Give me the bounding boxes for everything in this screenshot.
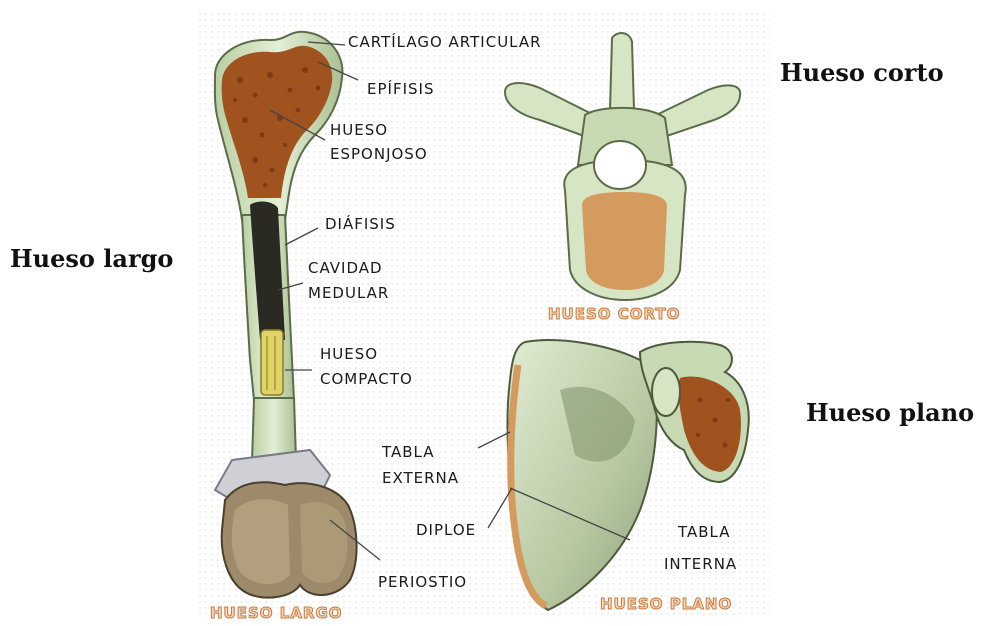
caption-flat-bone: HUESO PLANO xyxy=(600,595,732,613)
label-internal-table-2: INTERNA xyxy=(664,552,737,576)
label-diploe: DIPLOE xyxy=(416,518,476,542)
label-medullary-cavity-2: MEDULAR xyxy=(308,281,389,305)
label-compact-bone-2: COMPACTO xyxy=(320,367,413,391)
heading-flat-bone: Hueso plano xyxy=(806,398,974,427)
label-spongy-bone-2: ESPONJOSO xyxy=(330,142,428,166)
label-spongy-bone-1: HUESO xyxy=(330,118,388,142)
label-external-table-2: EXTERNA xyxy=(382,466,459,490)
label-internal-table-1: TABLA xyxy=(678,520,731,544)
label-epiphysis: EPÍFISIS xyxy=(367,77,434,101)
label-diaphysis: DIÁFISIS xyxy=(325,212,396,236)
label-compact-bone-1: HUESO xyxy=(320,342,378,366)
heading-long-bone: Hueso largo xyxy=(10,244,173,273)
label-articular-cartilage: CARTÍLAGO ARTICULAR xyxy=(348,30,542,54)
caption-short-bone: HUESO CORTO xyxy=(548,305,680,323)
label-external-table-1: TABLA xyxy=(382,440,435,464)
heading-short-bone: Hueso corto xyxy=(780,58,944,87)
label-periosteum: PERIOSTIO xyxy=(378,570,467,594)
caption-long-bone: HUESO LARGO xyxy=(210,604,343,622)
label-medullary-cavity-1: CAVIDAD xyxy=(308,256,383,280)
